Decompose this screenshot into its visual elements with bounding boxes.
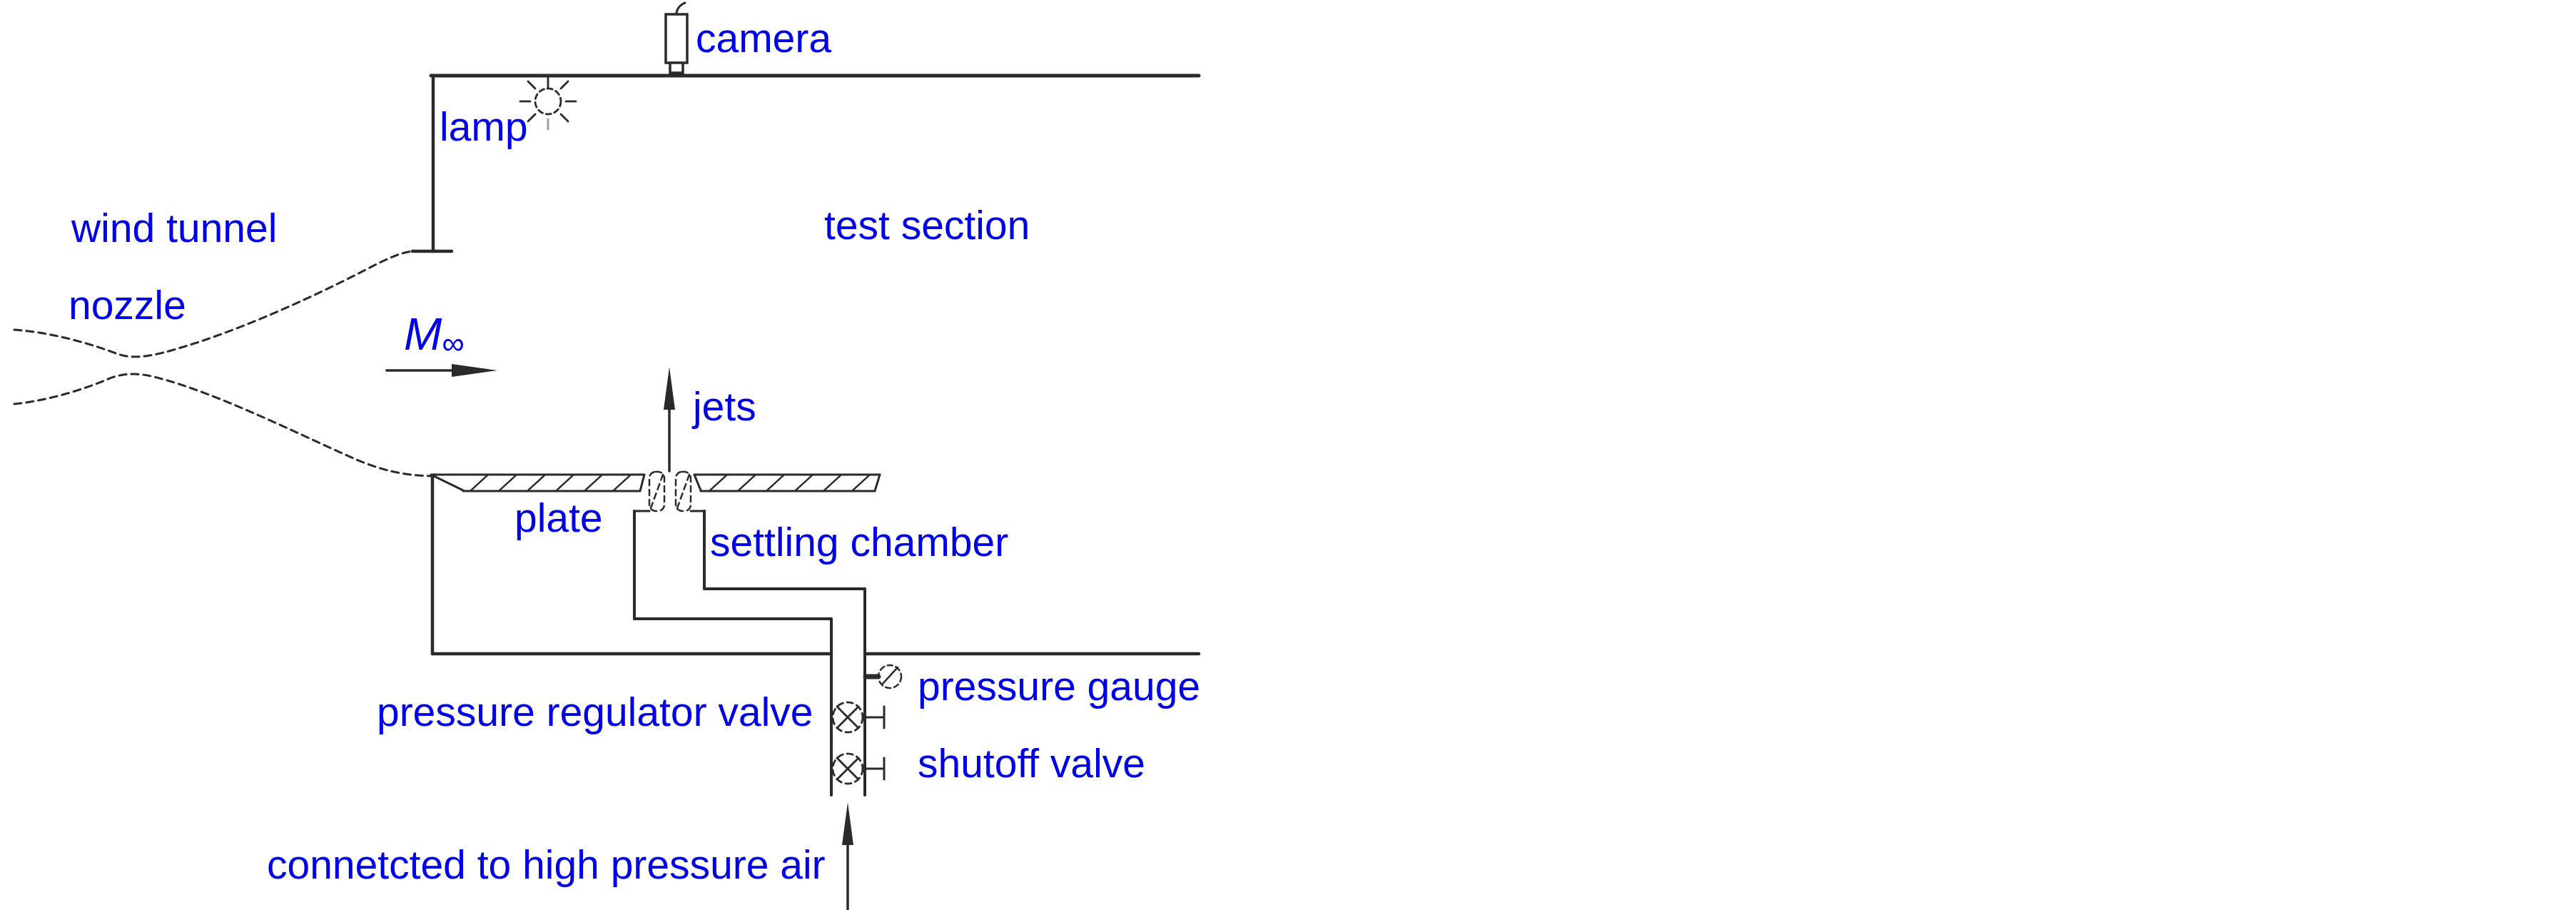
- jets-arrow-icon: [664, 367, 675, 472]
- label-pressure-regulator-valve: pressure regulator valve: [377, 689, 813, 735]
- mach-infinity-symbol: ∞: [442, 326, 465, 361]
- lower-box-outline: [430, 474, 1201, 656]
- label-nozzle: nozzle: [69, 283, 186, 328]
- nozzle-lower-contour: [13, 373, 432, 477]
- label-settling-chamber: settling chamber: [710, 520, 1009, 565]
- regulator-valve-icon: [831, 701, 886, 734]
- label-camera: camera: [696, 16, 832, 61]
- label-pressure-gauge: pressure gauge: [918, 664, 1201, 709]
- label-shutoff-valve: shutoff valve: [918, 741, 1145, 787]
- label-mach-number: M∞: [404, 308, 465, 363]
- jet-orifice-inserts: [648, 470, 692, 512]
- lamp-icon: [519, 76, 577, 131]
- camera-icon: [664, 1, 689, 74]
- pressure-gauge-icon: [863, 664, 903, 689]
- plate-right-segment: [693, 473, 881, 492]
- shutoff-valve-icon: [831, 752, 886, 785]
- air-supply-arrow-icon: [842, 802, 853, 910]
- plate-right-hatch: [709, 474, 871, 492]
- label-wind-tunnel: wind tunnel: [71, 206, 278, 251]
- label-jets: jets: [693, 384, 756, 430]
- label-lamp: lamp: [440, 104, 528, 150]
- plate-left-segment: [430, 473, 646, 492]
- plate-left-hatch: [470, 474, 632, 492]
- flow-arrow-icon: [385, 364, 497, 377]
- label-test-section: test section: [824, 203, 1030, 248]
- label-plate: plate: [514, 495, 603, 541]
- test-section-left-wall: [410, 74, 454, 253]
- supply-pipe: [830, 587, 866, 797]
- settling-chamber-outline: [633, 510, 866, 620]
- label-air-supply: connetcted to high pressure air: [267, 842, 826, 888]
- nozzle-upper-contour: [13, 250, 415, 358]
- mach-symbol: M: [404, 308, 442, 360]
